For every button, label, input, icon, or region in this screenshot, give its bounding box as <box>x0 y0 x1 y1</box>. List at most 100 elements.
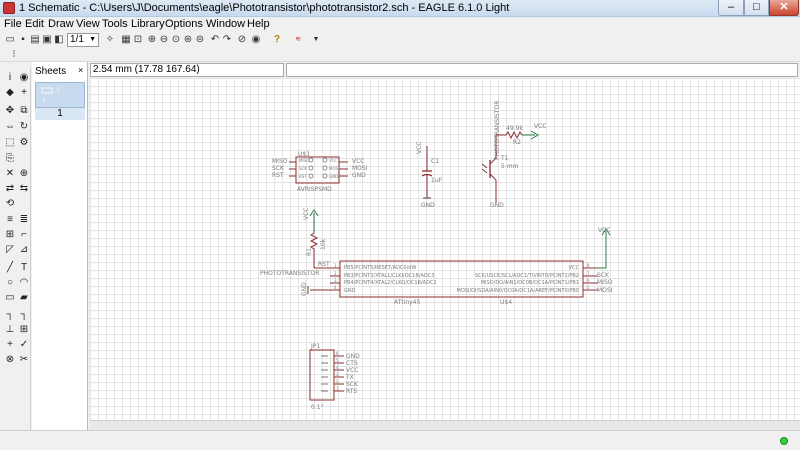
schematic-canvas[interactable]: U$1 AVRISPSMD MISO SCK RST VCC MOSI GND … <box>90 78 800 430</box>
minimize-button[interactable]: – <box>718 0 744 16</box>
u4-pin-pb1: MISO/DO/AIN1/OC0B/OC1A/PCINT1/PB1 <box>481 280 579 286</box>
sheet-thumbnail[interactable] <box>35 82 85 108</box>
chevron-down-icon[interactable]: ▼ <box>312 36 320 43</box>
eagle-design-link-icon[interactable]: ≋ <box>295 36 301 43</box>
miter-icon[interactable]: ◸ <box>6 244 14 255</box>
invoke-icon[interactable]: ⊿ <box>19 244 29 255</box>
u4-num-1: 1 <box>334 263 337 268</box>
open-icon[interactable]: ▭ <box>5 34 15 45</box>
menu-file[interactable]: File <box>4 18 22 30</box>
go-icon[interactable]: ◉ <box>251 34 261 45</box>
name-icon[interactable]: ≡ <box>7 214 13 225</box>
jp1-header[interactable]: JP1 0.1" 6 5 4 3 2 1 GND CTS VCC TX SCK … <box>309 343 360 411</box>
u4-pin-pb2: SCK/USCK/SCL/ADC1/T0/INT0/PCINT2/PB2 <box>475 273 579 279</box>
grid-icon[interactable]: ⁝ <box>12 49 16 60</box>
menu-draw[interactable]: Draw <box>48 18 74 30</box>
attiny45-u4[interactable]: PB5/PCINT5/RESET/ADC0/dW PB3/PCINT3/XTAL… <box>260 227 613 306</box>
net-icon[interactable]: ┐ <box>20 309 28 320</box>
sheet-number[interactable]: 1 <box>35 108 85 120</box>
pinswap-icon[interactable]: ⇄ <box>5 183 15 194</box>
r2-name: R2 <box>513 139 521 146</box>
zoom-out-icon[interactable]: ⊖ <box>159 34 169 45</box>
sheet-select[interactable]: 1/1▼ <box>67 33 99 47</box>
chevron-down-icon: ▼ <box>89 36 96 43</box>
replace-icon[interactable]: ⟲ <box>5 198 15 209</box>
arc-icon[interactable]: ◠ <box>19 277 29 288</box>
resistor-r1[interactable]: VCC R1 10k <box>303 208 327 268</box>
copy-icon[interactable]: ⧉ <box>20 105 28 116</box>
capacitor-c1[interactable]: C1 1uF GND VCC <box>416 142 443 209</box>
u4-net-miso: MISO <box>597 279 613 286</box>
info-icon[interactable]: i <box>8 72 12 83</box>
undo-icon[interactable]: ↶ <box>210 34 220 45</box>
isp-header[interactable]: U$1 AVRISPSMD MISO SCK RST VCC MOSI GND … <box>272 151 368 193</box>
redo-icon[interactable]: ↷ <box>222 34 232 45</box>
menu-help[interactable]: Help <box>247 18 270 30</box>
resistor-r2[interactable]: 49.9k R2 VCC <box>496 123 546 146</box>
menu-tools[interactable]: Tools <box>102 18 128 30</box>
gateswap-icon[interactable]: ⇆ <box>19 183 29 194</box>
zoom-redraw-icon[interactable]: ⊙ <box>171 34 181 45</box>
bus-icon[interactable]: ┐ <box>6 309 14 320</box>
attribute-icon[interactable]: + <box>7 339 13 350</box>
sheets-close-icon[interactable]: × <box>78 65 84 75</box>
smash-icon[interactable]: ⊞ <box>5 229 15 240</box>
save-icon[interactable]: ▪ <box>21 34 25 45</box>
sheet-thumbnail-preview <box>41 87 59 103</box>
horizontal-scrollbar[interactable] <box>90 420 800 430</box>
circle-icon[interactable]: ○ <box>6 277 14 288</box>
print-icon[interactable]: ▤ <box>30 34 40 45</box>
stop-icon[interactable]: ⊘ <box>237 34 247 45</box>
jp1-pin-tx: TX <box>345 374 354 381</box>
scissors-icon[interactable]: ✂ <box>19 354 29 365</box>
schematic-drawing: U$1 AVRISPSMD MISO SCK RST VCC MOSI GND … <box>260 101 613 411</box>
u4-pin-pb3: PB3/PCINT3/XTAL1/CLKI/OC1B/ADC3 <box>344 273 434 279</box>
rotate-icon[interactable]: ↻ <box>19 121 29 132</box>
menu-options[interactable]: Options <box>165 18 203 30</box>
zoom-in-icon[interactable]: ⊕ <box>147 34 157 45</box>
u4-num-5: 5 <box>587 285 590 290</box>
run-ulp-icon[interactable]: ▦ <box>121 34 131 45</box>
phototransistor-t1[interactable]: T1 5 mm GND PHOTOTRANSISTOR <box>481 101 519 209</box>
junction-icon[interactable]: ⊥ <box>5 324 15 335</box>
isp-pin-miso: MISO <box>272 158 288 165</box>
redraw-icon[interactable]: ⊜ <box>195 34 205 45</box>
help-icon[interactable]: ? <box>273 34 281 45</box>
zoom-select-icon[interactable]: ⊛ <box>183 34 193 45</box>
mirror-icon[interactable]: ⇔ <box>5 121 15 132</box>
split-icon[interactable]: ⌐ <box>21 229 27 240</box>
menu-library[interactable]: Library <box>131 18 165 30</box>
command-input[interactable] <box>286 63 798 77</box>
close-button[interactable]: ✕ <box>769 0 799 16</box>
label-icon[interactable]: ⊞ <box>19 324 29 335</box>
text-icon[interactable]: T <box>20 262 28 273</box>
isp-pin-rst: RST <box>272 172 284 179</box>
jp1-name: JP1 <box>310 343 320 350</box>
show-icon[interactable]: ◉ <box>19 72 29 83</box>
delete-icon[interactable]: ✕ <box>5 168 15 179</box>
value-icon[interactable]: ≣ <box>19 214 29 225</box>
group-icon[interactable]: ⬚ <box>5 137 15 148</box>
cam-icon[interactable]: ▣ <box>42 34 52 45</box>
paste-icon[interactable]: ⎘ <box>6 153 14 164</box>
menu-window[interactable]: Window <box>206 18 246 30</box>
rect-icon[interactable]: ▭ <box>5 292 15 303</box>
menu-view[interactable]: View <box>76 18 100 30</box>
sheets-panel: Sheets × 1 <box>32 62 88 430</box>
u4-num-8: 8 <box>587 263 590 268</box>
zoom-fit-icon[interactable]: ⊡ <box>133 34 143 45</box>
script-icon[interactable]: ✧ <box>105 34 115 45</box>
move-icon[interactable]: ✥ <box>5 105 15 116</box>
polygon-icon[interactable]: ▰ <box>20 292 28 303</box>
mark-icon[interactable]: + <box>21 87 27 98</box>
menu-edit[interactable]: Edit <box>25 18 44 30</box>
maximize-button[interactable]: □ <box>744 0 769 16</box>
display-icon[interactable]: ◆ <box>6 87 14 98</box>
errors-icon[interactable]: ⊗ <box>5 354 15 365</box>
add-icon[interactable]: ⊕ <box>19 168 29 179</box>
change-icon[interactable]: ⚙ <box>19 137 29 148</box>
u4-rst-net: RST <box>318 261 330 268</box>
wire-icon[interactable]: ╱ <box>6 262 14 273</box>
erc-icon[interactable]: ✓ <box>19 339 29 350</box>
board-icon[interactable]: ◧ <box>54 34 64 45</box>
